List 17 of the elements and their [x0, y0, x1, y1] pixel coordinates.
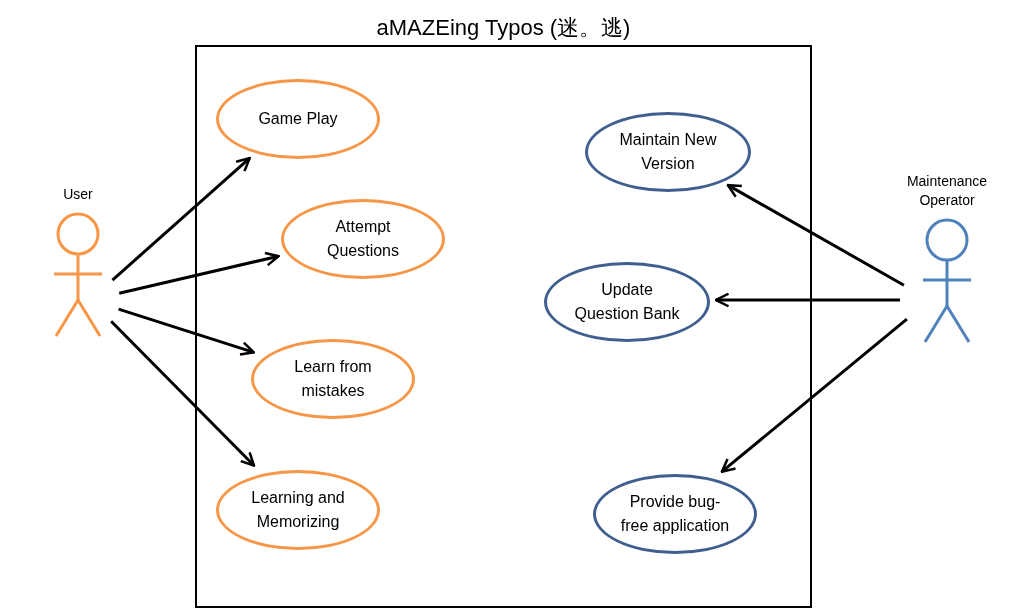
use-case-label: Game Play — [258, 109, 338, 129]
arrow — [110, 320, 256, 467]
arrow — [118, 251, 280, 295]
use-case-label: Learn from mistakes — [293, 357, 373, 401]
arrow — [714, 292, 900, 308]
arrow — [118, 307, 256, 356]
arrow — [726, 183, 905, 287]
arrow — [720, 317, 908, 473]
use-case-label: Provide bug-free application — [619, 492, 731, 536]
use-case-label: Maintain New Version — [618, 130, 718, 174]
use-case-label: Learning and Memorizing — [250, 488, 346, 532]
use-case-label: Attempt Questions — [325, 217, 400, 261]
system-title: aMAZEing Typos (迷。逃) — [375, 14, 632, 42]
arrow — [111, 156, 251, 282]
use-case-label: Update Question Bank — [573, 280, 681, 324]
actor-label: Maintenance Operator — [905, 172, 989, 210]
actor-label: User — [63, 185, 93, 204]
